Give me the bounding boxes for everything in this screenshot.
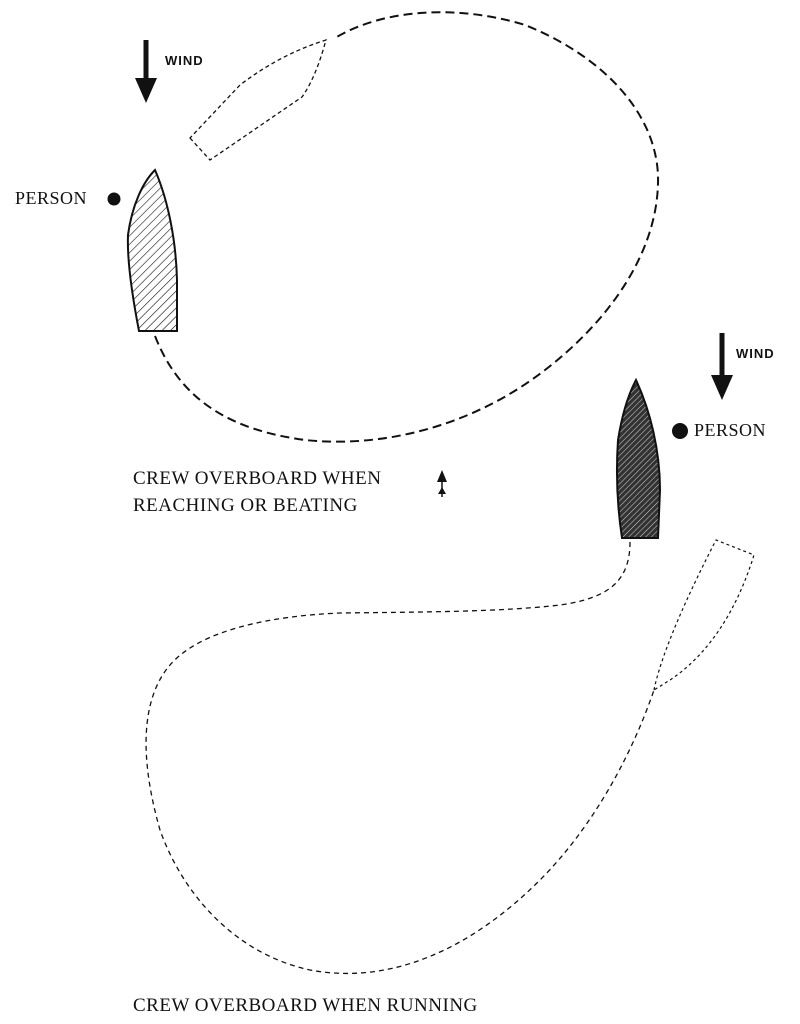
person-label: PERSON xyxy=(15,188,88,208)
boat-icon xyxy=(616,377,662,539)
beating-scenario xyxy=(107,11,660,497)
wind-arrow-icon xyxy=(135,40,157,103)
wind-label: WIND xyxy=(736,346,775,361)
ghost-boat-outline xyxy=(653,539,755,692)
boat-icon xyxy=(126,168,178,332)
caption-running: CREW OVERBOARD WHEN RUNNING xyxy=(133,995,478,1016)
wind-label: WIND xyxy=(165,53,204,68)
recovery-course-path xyxy=(154,11,660,443)
recovery-course-path xyxy=(145,541,655,975)
wind-arrow-icon xyxy=(711,333,733,400)
caption-beating-line2: REACHING OR BEATING xyxy=(133,495,358,516)
running-scenario xyxy=(145,333,755,975)
person-marker-icon xyxy=(672,423,688,439)
person-marker-icon xyxy=(107,192,121,206)
ghost-boat-outline xyxy=(189,39,327,161)
person-label: PERSON xyxy=(694,420,767,440)
caption-beating-line1: CREW OVERBOARD WHEN xyxy=(133,468,382,489)
direction-arrow-icon xyxy=(437,470,447,497)
